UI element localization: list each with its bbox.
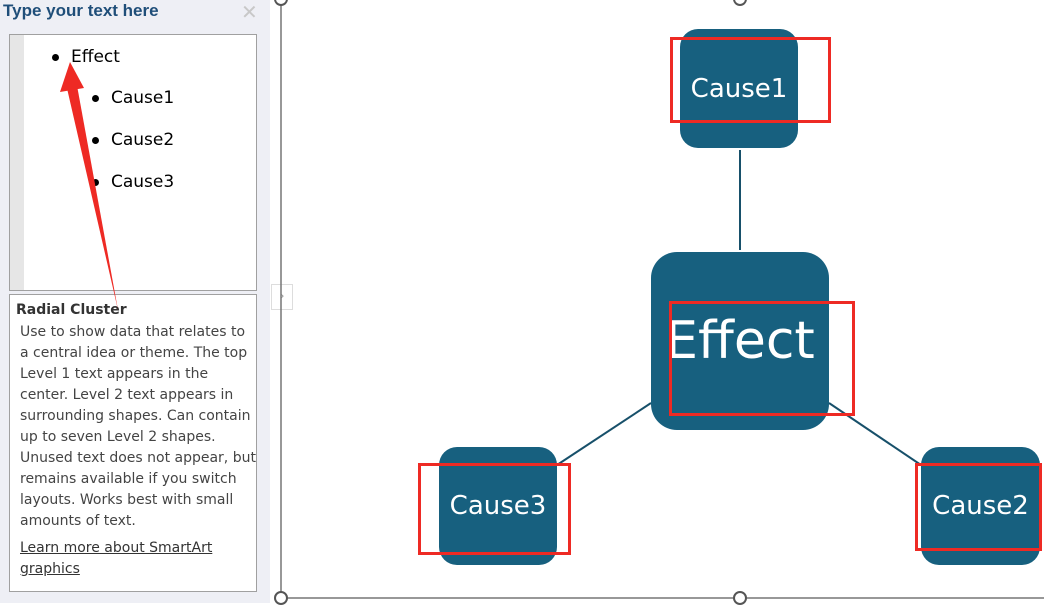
bullet-cause1[interactable]: Cause1 [92,88,174,108]
description-line: amounts of text. [20,513,136,529]
bullet-icon [52,53,59,61]
expand-pane-button[interactable]: › [271,284,293,310]
layout-name: Radial Cluster [16,302,127,318]
text-pane: Type your text here ✕ Effect Cause1 Caus… [0,0,270,603]
description-line: Use to show data that relates to [20,324,246,340]
annotation-box [670,37,831,123]
text-entry-box[interactable]: Effect Cause1 Cause2 Cause3 [9,34,257,291]
shape-cause2[interactable]: Cause2 [921,447,1040,565]
resize-handle[interactable] [733,0,747,6]
bullet-label: Cause1 [111,88,175,108]
description-line: surrounding shapes. Can contain [20,408,251,424]
bullet-cause3[interactable]: Cause3 [92,172,174,192]
bullet-label: Cause2 [111,130,175,150]
description-line: up to seven Level 2 shapes. [20,429,216,445]
description-line: center. Level 2 text appears in [20,387,234,403]
bullet-label: Effect [71,47,120,67]
learn-more-link[interactable]: Learn more about SmartArt graphics [16,538,250,580]
resize-handle[interactable] [274,0,288,6]
link-line[interactable]: graphics [20,561,80,577]
bullet-icon [92,94,99,102]
bullet-icon [92,136,99,144]
connector [556,402,652,466]
layout-description: Radial Cluster Use to show data that rel… [9,294,257,592]
pane-title: Type your text here [3,1,159,20]
description-line: a central idea or theme. The top [20,345,248,361]
annotation-box [418,463,571,555]
close-icon[interactable]: ✕ [241,0,258,24]
link-line[interactable]: Learn more about SmartArt [20,540,213,556]
bullet-cause2[interactable]: Cause2 [92,130,174,150]
description-line: Unused text does not appear, but [20,450,256,466]
bullet-label: Cause3 [111,172,175,192]
description-line: Level 1 text appears in the [20,366,209,382]
gutter [10,35,24,290]
shape-effect[interactable]: Effect [651,252,829,430]
description-line: layouts. Works best with small [20,492,234,508]
description-line: remains available if you switch [20,471,237,487]
bullet-effect[interactable]: Effect [52,47,120,67]
annotation-box [669,301,855,416]
bullet-icon [92,178,99,186]
shape-cause3[interactable]: Cause3 [439,447,557,565]
shape-cause1[interactable]: Cause1 [680,29,798,148]
annotation-box [915,463,1042,551]
